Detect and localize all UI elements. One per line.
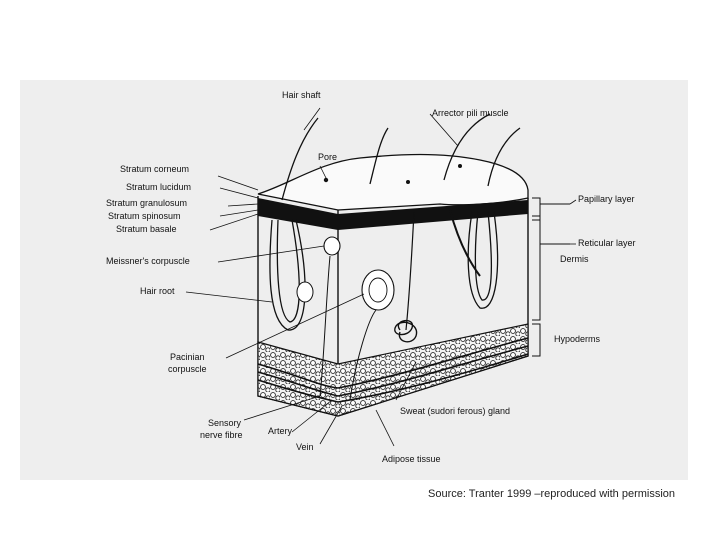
hair-shafts bbox=[281, 113, 521, 201]
label-pore: Pore bbox=[318, 152, 338, 162]
layer-brackets bbox=[532, 197, 570, 357]
label-adipose-tissue: Adipose tissue bbox=[382, 454, 441, 464]
arrector-pili-muscle bbox=[449, 209, 481, 277]
pore bbox=[323, 177, 329, 183]
skin-surface bbox=[257, 153, 529, 211]
label-stratum-granulosum: Stratum granulosum bbox=[106, 198, 188, 208]
label-meissner-corpuscle: Meissner's corpuscle bbox=[106, 256, 190, 266]
label-stratum-spinosum: Stratum spinosum bbox=[108, 211, 181, 221]
hair-follicles bbox=[269, 211, 499, 331]
label-stratum-basale: Stratum basale bbox=[116, 224, 177, 234]
leader-lines bbox=[185, 107, 577, 447]
label-hypodermis: Hypoderms bbox=[554, 334, 601, 344]
meissner-corpuscle bbox=[323, 236, 341, 256]
label-papillary-layer: Papillary layer bbox=[578, 194, 635, 204]
label-hair-shaft: Hair shaft bbox=[282, 90, 321, 100]
label-arrector-pili: Arrector pili muscle bbox=[432, 108, 509, 118]
label-hair-root: Hair root bbox=[140, 286, 175, 296]
label-sensory-line1: Sensory bbox=[208, 418, 242, 428]
source-caption: Source: Tranter 1999 –reproduced with pe… bbox=[428, 488, 676, 500]
blood-vessels bbox=[257, 337, 529, 403]
label-stratum-corneum: Stratum corneum bbox=[120, 164, 190, 174]
pacinian-corpuscle bbox=[361, 269, 395, 311]
label-pacinian-line1: Pacinian bbox=[170, 352, 205, 362]
label-dermis: Dermis bbox=[560, 254, 589, 264]
epidermis-band bbox=[258, 198, 528, 230]
label-sweat-gland: Sweat (sudori ferous) gland bbox=[400, 406, 511, 416]
label-sensory-line2: nerve fibre bbox=[200, 430, 243, 440]
sweat-gland-coil bbox=[394, 320, 418, 343]
label-stratum-lucidum: Stratum lucidum bbox=[126, 182, 192, 192]
skin-diagram-illustration bbox=[185, 107, 577, 447]
label-reticular-layer: Reticular layer bbox=[578, 238, 636, 248]
label-pacinian-line2: corpuscle bbox=[168, 364, 207, 374]
label-artery: Artery bbox=[268, 426, 293, 436]
label-vein: Vein bbox=[296, 442, 314, 452]
skin-cross-section-figure: Hair shaft Arrector pili muscle Pore Str… bbox=[20, 80, 688, 480]
nerve-fibre bbox=[319, 255, 331, 397]
adipose-layer bbox=[257, 323, 529, 417]
